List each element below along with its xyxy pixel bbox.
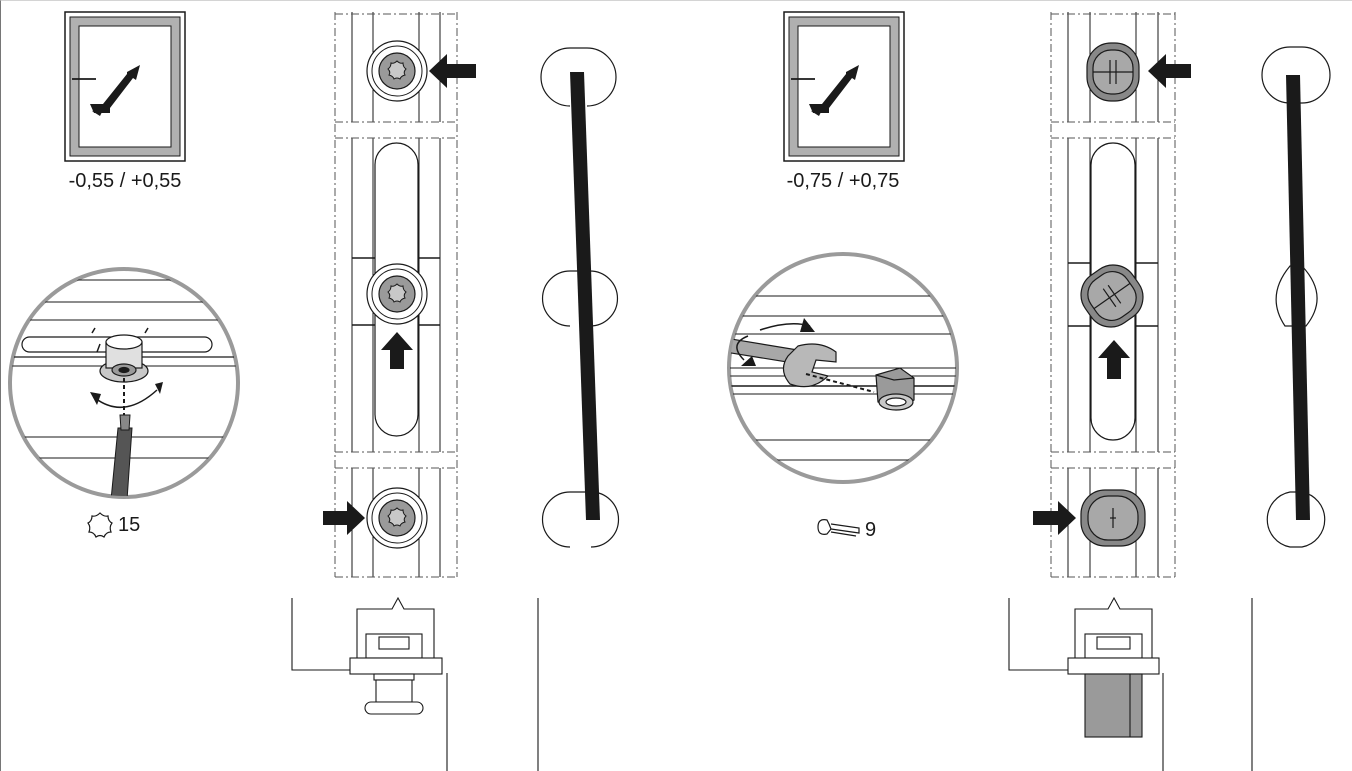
arrow-right-bottom-right xyxy=(1033,501,1076,535)
detail-circle-wrench xyxy=(727,252,959,484)
torx-screw-middle xyxy=(366,263,428,325)
sash-diagonal-icon-right xyxy=(783,11,905,162)
hex-cam-perspective xyxy=(875,367,915,411)
detail-circle-torx xyxy=(8,267,240,499)
adjustment-profile-left xyxy=(540,47,620,548)
sash-diagonal-icon xyxy=(64,11,186,162)
hex-cam-top xyxy=(1086,42,1140,102)
torx-screw-bottom xyxy=(366,487,428,549)
arrow-left-top xyxy=(429,54,476,88)
cross-section-left xyxy=(291,596,539,771)
tool-size-left: 15 xyxy=(118,514,141,536)
tool-size-right: 9 xyxy=(865,519,877,541)
screwdriver xyxy=(110,414,133,496)
torx-screw-top xyxy=(366,40,428,102)
torx-star-icon xyxy=(87,512,113,538)
range-label-right: -0,75 / +0,75 xyxy=(786,170,900,192)
hex-cam-middle xyxy=(1080,264,1144,328)
cross-section-right xyxy=(1008,596,1253,771)
range-label-left: -0,55 / +0,55 xyxy=(68,170,182,192)
arrow-up-middle-right xyxy=(1098,340,1130,379)
open-wrench-icon xyxy=(817,519,860,537)
arrow-up-middle xyxy=(381,332,413,369)
hex-cam-bottom xyxy=(1080,489,1146,547)
arrow-left-top-right xyxy=(1148,54,1191,88)
adjustment-profile-right xyxy=(1261,46,1331,548)
open-wrench xyxy=(730,337,837,388)
eccentric-screw-perspective xyxy=(99,334,149,383)
arrow-right-bottom xyxy=(323,501,365,535)
